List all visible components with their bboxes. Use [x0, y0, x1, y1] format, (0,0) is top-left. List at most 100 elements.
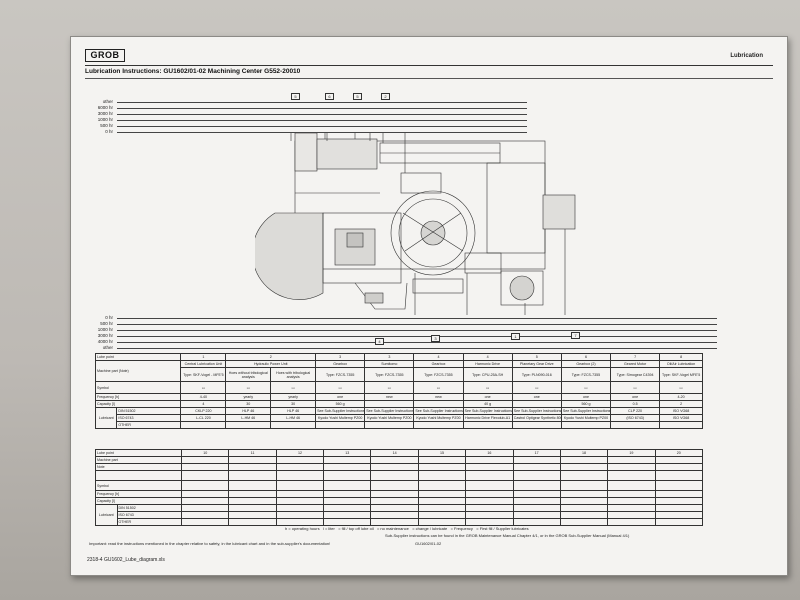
table-cell: Kyodo Yushi Multemp PZ00 — [315, 414, 366, 422]
table-cell: Harmonic Drive — [462, 360, 513, 368]
document-code: GU1602/01-02 — [415, 541, 442, 546]
table-cell: one — [511, 393, 562, 401]
symbol-cell: ▭ — [413, 381, 464, 394]
table-cell: Hoes without tribological analysis — [225, 367, 272, 382]
hour-label: 6000 hr — [97, 105, 113, 110]
row-header: Symbol — [94, 381, 182, 394]
table-cell — [462, 421, 513, 429]
table-cell: 30 — [225, 400, 272, 408]
table-cell — [511, 400, 562, 408]
symbol-cell: ▭ — [315, 381, 366, 394]
symbol-cell: ▭ — [364, 381, 415, 394]
row-header: Lube point — [94, 353, 182, 361]
row-header: OTHER — [116, 518, 183, 526]
legend-item: = change / lubricate — [412, 526, 448, 531]
hour-label: 3000 hr — [97, 111, 113, 116]
table-cell: ISO VG68 — [659, 407, 703, 415]
table-cell: 14 — [370, 449, 419, 457]
row-header: Machine part — [94, 456, 183, 464]
table-cell — [659, 421, 703, 429]
sheet-content: GROB Lubrication Lubrication Instruction… — [85, 49, 773, 565]
callout-marker: 5 — [291, 93, 300, 100]
title-rule — [85, 78, 773, 79]
table-cell — [610, 421, 661, 429]
hour-line — [117, 114, 527, 115]
table-cell: Central Lubrication Unit — [180, 360, 227, 368]
table-cell: L-HM 46 — [225, 414, 272, 422]
table-cell: See Sub-Supplier Instructions — [315, 407, 366, 415]
hour-label: 500 hr — [100, 123, 113, 128]
table-cell: See Sub-Supplier Instructions — [413, 407, 464, 415]
legend-note: Sub-Supplier instructions can be found i… — [385, 533, 630, 538]
table-cell — [364, 400, 415, 408]
table-cell: Type: FZCS-7355 — [315, 367, 366, 382]
table-cell — [270, 421, 317, 429]
table-cell: 5 — [511, 353, 562, 361]
table-cell: (ISO 6743) — [610, 414, 661, 422]
legend-item: = First fill / Supplier lubricates — [476, 526, 529, 531]
table-cell: 11 — [228, 449, 277, 457]
table-cell: 2 — [225, 353, 317, 361]
table-cell: 560 g — [560, 400, 612, 408]
table-row — [94, 470, 704, 481]
hour-label: 4000 hr — [97, 339, 113, 344]
hour-line — [117, 342, 717, 343]
safety-note: Important: read the instructions mention… — [89, 541, 331, 546]
table-cell: 17 — [512, 449, 561, 457]
row-header: Note — [94, 463, 183, 471]
table-cell: 0.5 — [610, 400, 661, 408]
table-cell: Kyodo Yushi Multemp PZ00 — [364, 414, 415, 422]
table-cell: new — [364, 393, 415, 401]
symbol-cell: ▭ — [610, 381, 661, 394]
table-row: Lube point 10 11 12 13 14 15 16 17 18 19… — [94, 449, 704, 457]
hour-label: 0 hr — [105, 129, 113, 134]
table-cell — [364, 421, 415, 429]
table-cell: 4-40 — [180, 393, 227, 401]
table-cell: L-CL 220 — [180, 414, 227, 422]
machine-drawing — [255, 133, 576, 315]
lube-table-1: Lube point 1 2 3 3 4 4 5 6 7 8 Machine p… — [94, 353, 703, 429]
table-cell: 560 g — [315, 400, 366, 408]
table-cell: 6 — [560, 353, 612, 361]
table-cell: Hoes with tribological analysis — [270, 367, 317, 382]
row-header-group: Lubricant — [95, 504, 118, 526]
table-cell: See Sub-Supplier Instructions — [462, 407, 513, 415]
table-cell: 7 — [610, 353, 661, 361]
hour-line — [117, 348, 717, 349]
table-cell: See Sub-Supplier Instructions — [560, 407, 612, 415]
table-cell — [315, 421, 366, 429]
table-cell: HLP 46 — [270, 407, 317, 415]
table-cell: Type: FZCS-7355 — [560, 367, 612, 382]
grob-logo: GROB — [85, 49, 125, 62]
row-header: DIN 51502 — [116, 504, 183, 512]
table-cell: Type: PLN090-016 — [511, 367, 562, 382]
row-header-group: Lubricant — [94, 407, 118, 429]
file-name: 2318-4 GU1602_Lube_diagram.xls — [87, 557, 165, 563]
table-cell: one — [560, 393, 612, 401]
table-cell: one — [462, 393, 513, 401]
table-cell: Type: FZCS-7355 — [364, 367, 415, 382]
table-row: Type: SKF-Vogel - MFE'5 Hoes without tri… — [96, 367, 703, 382]
row-header: ISO 6743 — [116, 414, 182, 422]
table-cell: CLP 220 — [610, 407, 661, 415]
row-header: Frequency [h] — [94, 490, 183, 498]
table-row: Machine part — [94, 456, 704, 464]
hour-line — [117, 336, 717, 337]
row-header: Capacity [l] — [94, 497, 183, 505]
legend-item: l = liter — [322, 526, 335, 531]
table-row: Capacity [l] — [94, 497, 704, 505]
table-cell: 2 — [659, 400, 703, 408]
hour-line — [117, 120, 527, 121]
hour-label: 1000 hr — [97, 117, 113, 122]
table-cell: yearly — [270, 393, 317, 401]
hour-line — [117, 324, 717, 325]
table-row: Lubricant DIN 51502 — [95, 504, 704, 526]
table-cell — [511, 421, 562, 429]
table-cell: Geared Motor — [610, 360, 661, 368]
table-cell: 19 — [607, 449, 656, 457]
legend-item: = no maintenance — [376, 526, 409, 531]
table-cell: Castrol Optigear Synthetic 800/150 — [511, 414, 562, 422]
lube-table-2: Lube point 10 11 12 13 14 15 16 17 18 19… — [94, 449, 704, 526]
table-cell: 4 — [462, 353, 513, 361]
legend-item: = Frequency — [450, 526, 473, 531]
